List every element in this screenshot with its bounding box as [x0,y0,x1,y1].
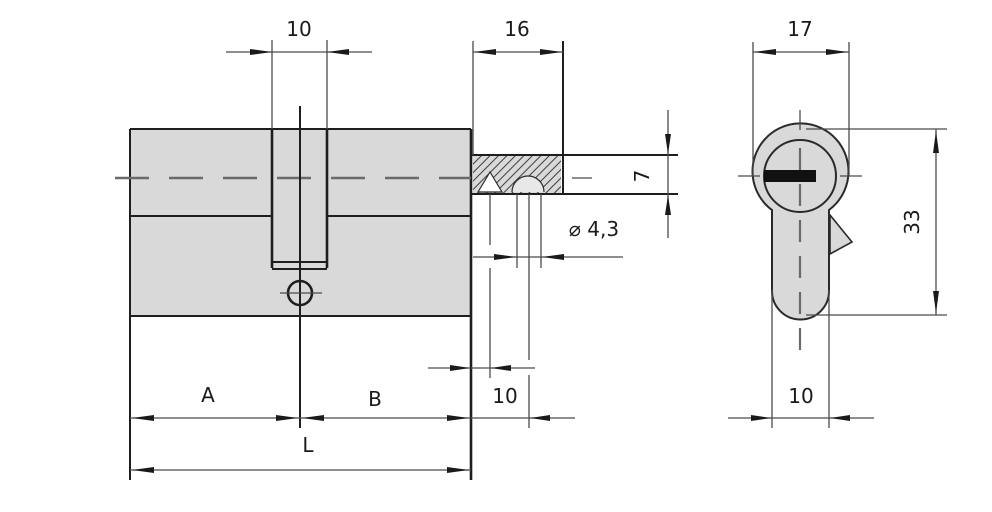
dimension-offset: 10 [428,365,575,428]
dim-offset-label: 10 [492,384,517,408]
dim-diameter-label: ⌀ 4,3 [569,217,619,241]
dimension-cam-width: 10 [226,17,372,129]
dim-extension-label: 16 [504,17,529,41]
front-view: 17 33 10 [728,17,947,428]
cam-tab [829,212,854,256]
dim-bottom-width-label: 10 [788,384,813,408]
dim-height-label: 7 [630,170,654,183]
label-a: A [201,383,215,407]
keyway-slot-icon [764,170,816,182]
dimension-l: L [130,433,471,473]
dim-cam-width-label: 10 [286,17,311,41]
dimension-width: 17 [752,17,850,176]
dimension-bottom-width: 10 [728,290,874,428]
dimension-diameter: ⌀ 4,3 [473,217,623,260]
dim-width-label: 17 [787,17,812,41]
dimension-height-33: 33 [806,128,947,316]
side-view: 10 A B L [115,17,473,480]
label-b: B [368,387,382,411]
dimension-a-b: A B [130,383,471,421]
dimension-extension: 16 [473,17,563,55]
dimension-height-7: 7 [630,110,671,238]
dim-height-33-label: 33 [900,209,924,234]
label-l: L [302,433,314,457]
screw-hole-icon [280,279,322,307]
detail-view: 16 7 ⌀ 4,3 10 [428,17,678,428]
